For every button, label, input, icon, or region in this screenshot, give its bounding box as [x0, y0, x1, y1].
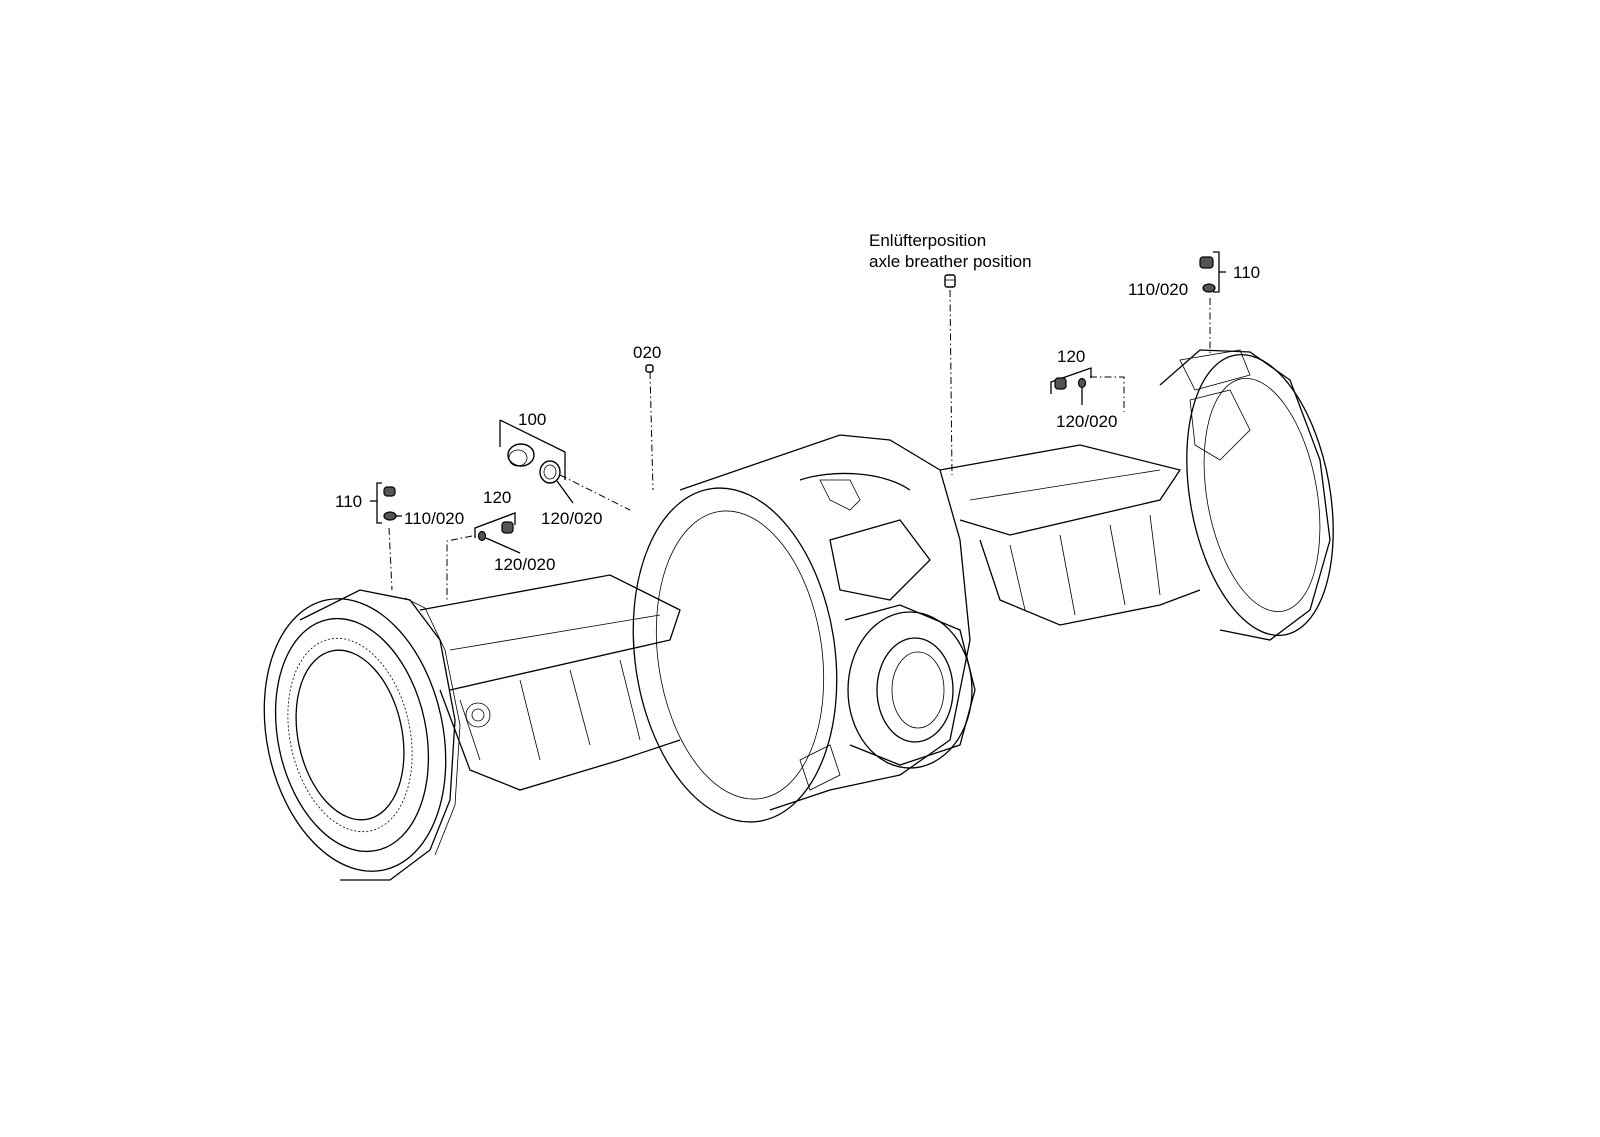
label-part-020: 020 — [633, 343, 662, 362]
label-part-100: 100 — [518, 410, 547, 429]
breather-position-label-de: Enlüfterposition — [869, 231, 987, 250]
label-part-110-020-left: 110/020 — [404, 509, 465, 528]
right-axle-beam — [939, 444, 1201, 626]
part-110-left — [370, 482, 402, 524]
label-part-120-left: 120 — [483, 488, 512, 507]
label-part-120-020-left: 120/020 — [494, 555, 556, 574]
right-wheel-hub — [1159, 349, 1334, 641]
left-axle-beam — [419, 574, 681, 791]
label-part-120-020-right: 120/020 — [1056, 412, 1118, 431]
label-part-110-020-right: 110/020 — [1128, 280, 1189, 299]
part-120-right — [1050, 367, 1092, 405]
callout-leader-lines — [388, 289, 1211, 600]
part-110-right — [1199, 251, 1226, 293]
part-100 — [499, 419, 574, 504]
part-120-left — [474, 512, 521, 554]
breather-position-label-en: axle breather position — [869, 252, 1032, 271]
label-part-110-left: 110 — [335, 492, 363, 511]
label-part-100-020: 120/020 — [541, 509, 603, 528]
part-020 — [645, 364, 654, 373]
left-wheel-hub — [263, 589, 461, 881]
label-part-110-right: 110 — [1233, 263, 1261, 282]
center-differential-housing — [632, 434, 976, 823]
label-part-120-right: 120 — [1057, 347, 1086, 366]
axle-breather — [944, 274, 956, 288]
